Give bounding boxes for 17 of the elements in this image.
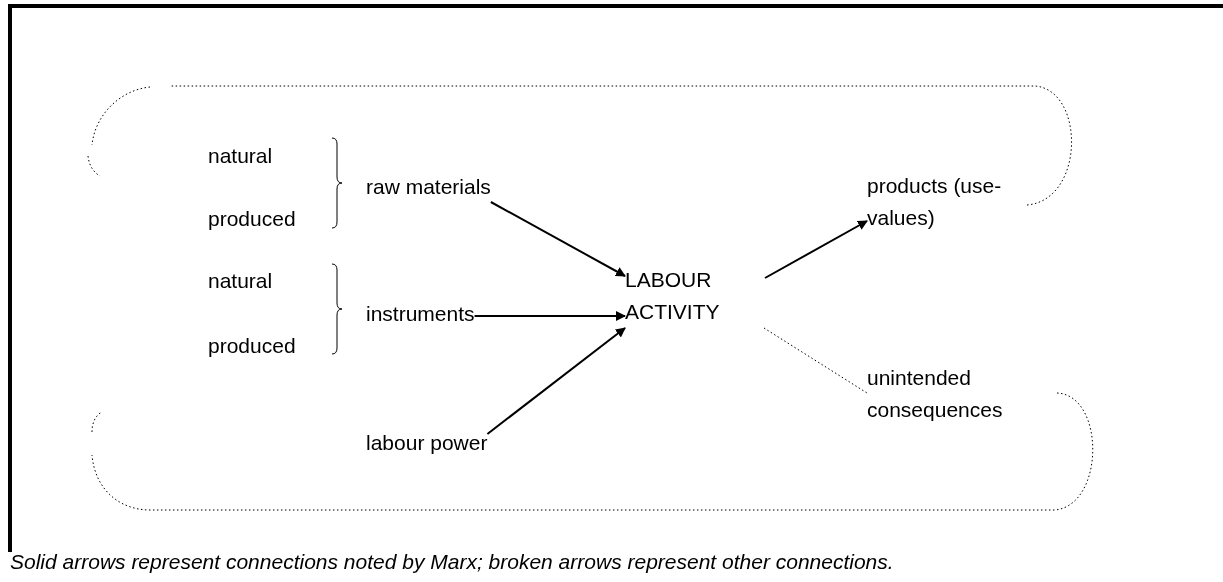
central-label: LABOUR ACTIVITY xyxy=(625,264,765,328)
outcome-label: unintended consequences xyxy=(867,362,1057,426)
category-label: labour power xyxy=(366,427,488,459)
arrow xyxy=(764,220,868,279)
term-label: natural xyxy=(208,140,273,172)
term-label: produced xyxy=(208,330,296,362)
arrow xyxy=(489,201,626,277)
term-label: natural xyxy=(208,265,273,297)
term-label: produced xyxy=(208,203,296,235)
category-label: raw materials xyxy=(366,171,491,203)
arrow xyxy=(486,327,626,435)
arrow xyxy=(473,311,626,321)
outcome-label: products (use-values) xyxy=(867,170,1027,234)
caption: Solid arrows represent connections noted by Marx; broken arrows represent other connections. xyxy=(10,550,894,574)
dotted-arrow xyxy=(91,392,1094,511)
dotted-arrow xyxy=(87,85,1072,206)
category-label: instruments xyxy=(366,298,475,330)
